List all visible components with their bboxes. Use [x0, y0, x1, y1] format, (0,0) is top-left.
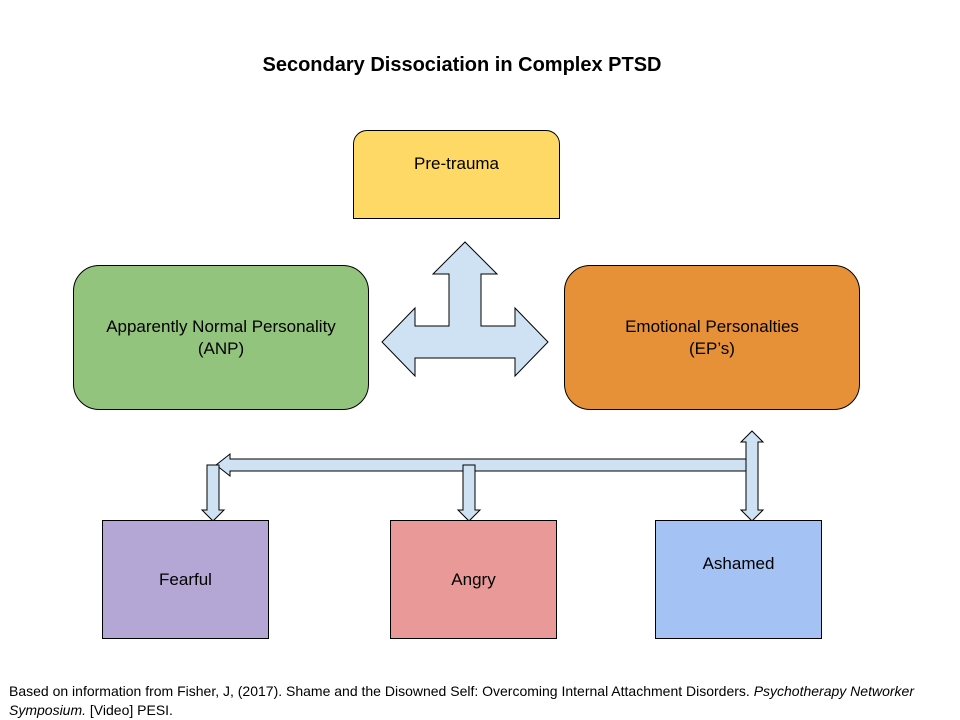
- angry-node: Angry: [390, 520, 557, 639]
- citation-part2: [Video] PESI.: [86, 702, 173, 718]
- eps-label-line1: Emotional Personalties: [625, 316, 799, 336]
- eps-label-line2: (EP’s): [689, 338, 735, 358]
- horizontal-connector-arrow: [215, 452, 747, 478]
- citation-italic: Psychotherapy Networker Symposium.: [9, 683, 914, 718]
- diagram-title: Secondary Dissociation in Complex PTSD: [262, 54, 662, 76]
- anp-label-line1: Apparently Normal Personality: [106, 316, 336, 336]
- ashamed-node: Ashamed: [655, 520, 822, 639]
- fearful-node: Fearful: [102, 520, 269, 639]
- eps-node: Emotional Personalties (EP’s): [564, 265, 860, 410]
- pretrauma-label: Pre-trauma: [413, 154, 500, 173]
- anp-label-line2: (ANP): [197, 338, 245, 358]
- down-arrow-angry: [456, 464, 482, 522]
- angry-label: Angry: [451, 569, 496, 589]
- ashamed-label: Ashamed: [702, 554, 775, 573]
- double-arrow-eps-ashamed: [739, 430, 765, 522]
- three-way-arrow: [381, 241, 549, 378]
- down-arrow-fearful: [200, 464, 226, 522]
- anp-node: Apparently Normal Personality (ANP): [73, 265, 369, 410]
- citation-part1: Based on information from Fisher, J, (20…: [9, 683, 754, 699]
- pretrauma-node: Pre-trauma: [353, 130, 560, 219]
- fearful-label: Fearful: [159, 569, 212, 589]
- citation-text: Based on information from Fisher, J, (20…: [9, 682, 949, 720]
